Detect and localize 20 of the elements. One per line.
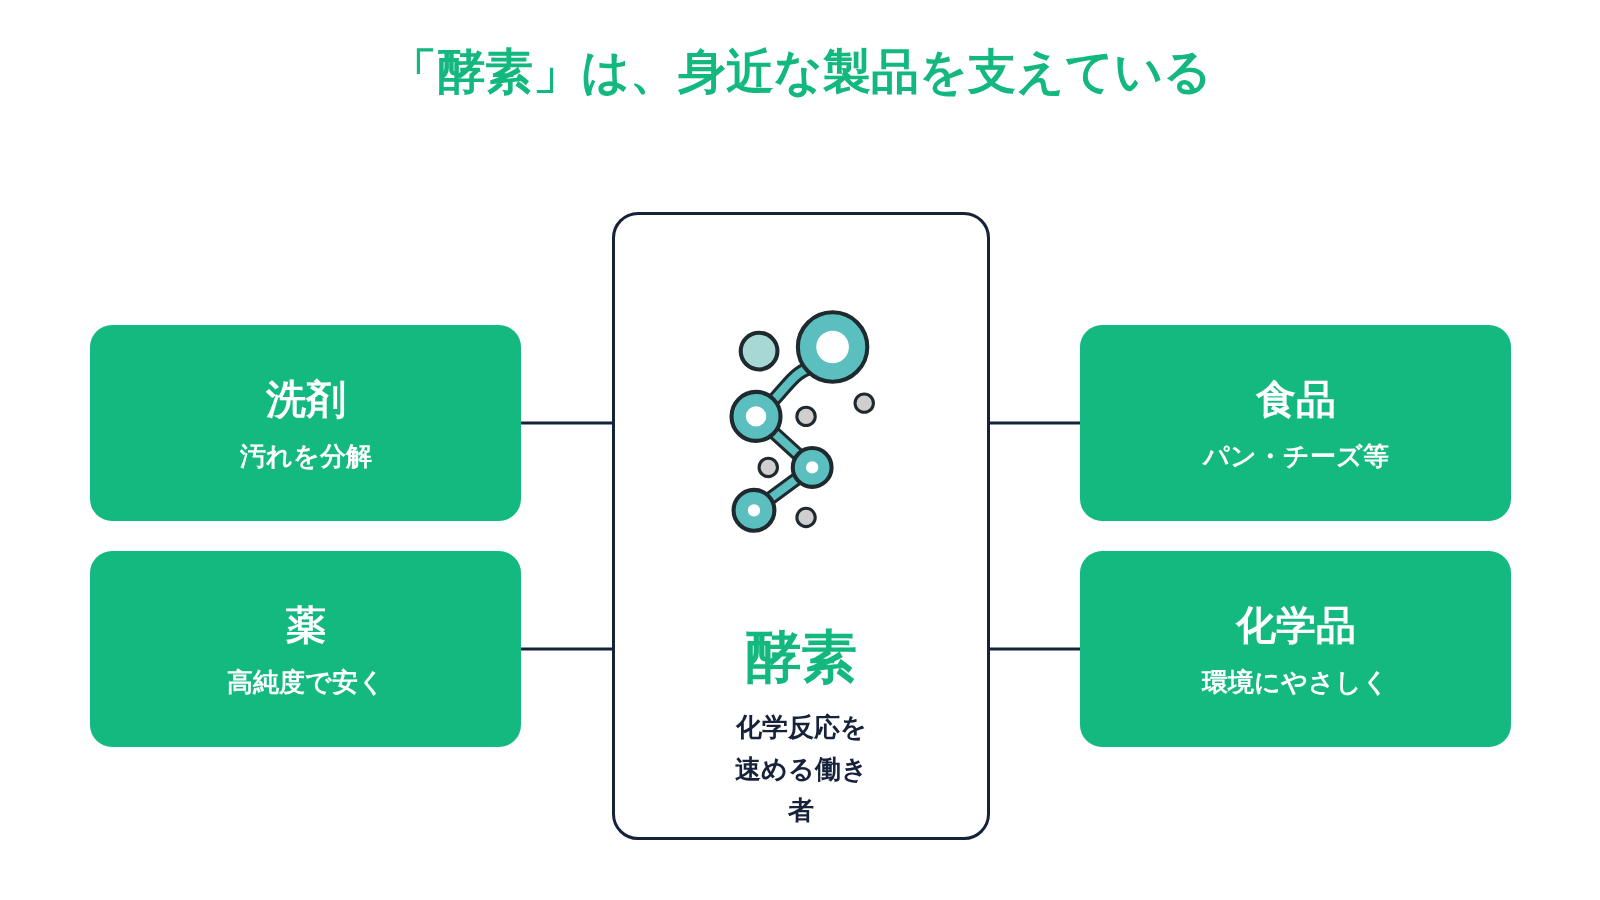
connector-line	[990, 421, 1080, 425]
description: 汚れを分解	[239, 440, 372, 473]
center-card	[612, 212, 990, 840]
heading: 化学品	[1235, 601, 1356, 650]
connector-line	[521, 647, 612, 651]
description: パン・チーズ等	[1202, 440, 1389, 473]
category-box	[90, 325, 521, 521]
category-box	[90, 551, 521, 747]
description: 化学反応を速める働き者	[733, 711, 869, 828]
heading: 食品	[1255, 375, 1336, 424]
heading: 洗剤	[265, 375, 346, 424]
category-box	[1080, 551, 1511, 747]
heading: 酵素	[744, 623, 858, 691]
description: 環境にやさしく	[1202, 666, 1389, 699]
connector-line	[521, 421, 612, 425]
description: 高純度で安く	[226, 666, 385, 699]
heading: 薬	[285, 601, 326, 650]
title: 「酵素」は、身近な製品を支えている	[387, 42, 1213, 101]
connector-line	[990, 647, 1080, 651]
category-box	[1080, 325, 1511, 521]
